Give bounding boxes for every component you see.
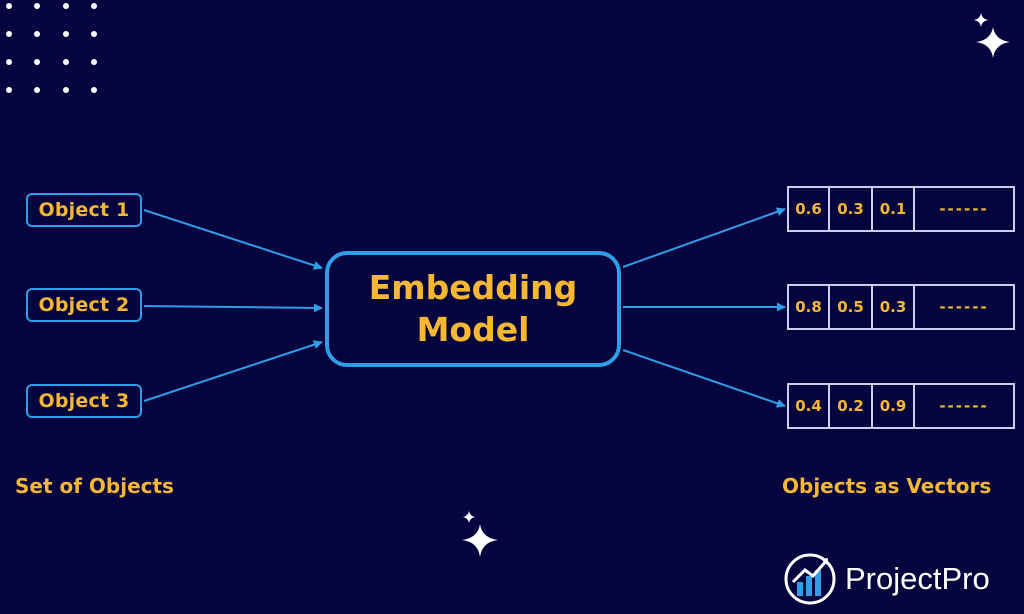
vector-cell: 0.6 <box>789 188 830 230</box>
output-vector-2: 0.8 0.5 0.3 ------ <box>787 284 1015 330</box>
arrow-model-to-vector1 <box>622 207 786 268</box>
output-vector-3: 0.4 0.2 0.9 ------ <box>787 383 1015 429</box>
projectpro-logo-icon <box>784 553 836 605</box>
input-object-1: Object 1 <box>26 193 142 227</box>
brand-logo: ProjectPro <box>783 552 990 606</box>
vector-cell: 0.2 <box>830 385 873 427</box>
model-title-line2: Model <box>416 310 530 349</box>
vector-cell: 0.5 <box>830 286 873 328</box>
arrow-object2-to-model <box>143 303 323 313</box>
vector-cell: 0.9 <box>873 385 915 427</box>
inputs-caption: Set of Objects <box>15 474 174 498</box>
arrow-object3-to-model <box>143 340 323 402</box>
vector-ellipsis-cell: ------ <box>939 397 989 415</box>
sparkle-icon <box>974 13 1010 58</box>
vector-cell: 0.1 <box>873 188 915 230</box>
input-object-2: Object 2 <box>26 288 142 322</box>
vector-cell: 0.4 <box>789 385 830 427</box>
vector-cell: 0.3 <box>830 188 873 230</box>
dot-grid-decoration <box>6 3 97 93</box>
input-arrows <box>143 209 323 402</box>
embedding-model-box: Embedding Model <box>325 251 621 367</box>
vector-cell: 0.3 <box>873 286 915 328</box>
sparkle-icon <box>462 511 498 557</box>
vector-cell: 0.8 <box>789 286 830 328</box>
vector-ellipsis-cell: ------ <box>939 200 989 218</box>
outputs-caption: Objects as Vectors <box>782 474 992 498</box>
output-arrows <box>622 207 786 408</box>
input-object-3: Object 3 <box>26 384 142 418</box>
brand-name: ProjectPro <box>845 561 990 596</box>
arrow-object1-to-model <box>143 209 323 270</box>
model-title-line1: Embedding <box>368 268 578 307</box>
output-vector-1: 0.6 0.3 0.1 ------ <box>787 186 1015 232</box>
vector-ellipsis-cell: ------ <box>939 298 989 316</box>
arrow-model-to-vector3 <box>622 349 786 408</box>
